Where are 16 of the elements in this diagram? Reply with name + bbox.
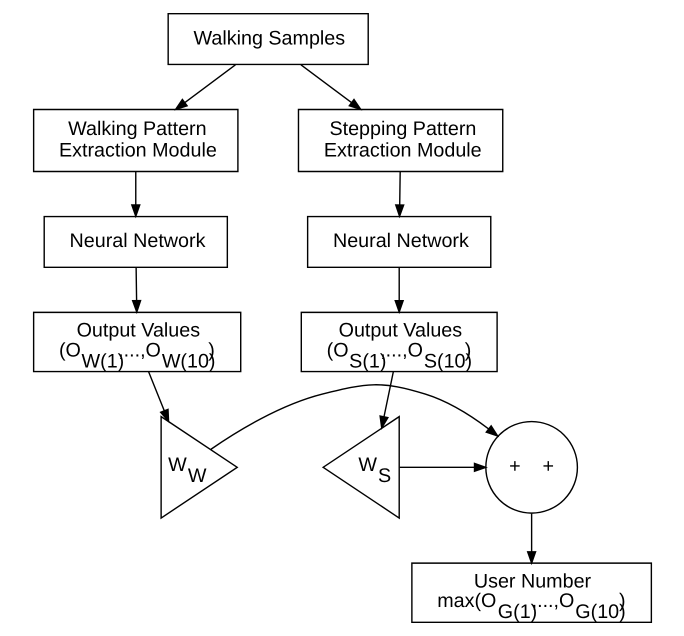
arrow <box>394 267 404 314</box>
arrow <box>526 514 536 566</box>
arrow <box>130 172 140 218</box>
node-box: Walking Samples <box>166 13 368 66</box>
node-box: Stepping Pattern Extraction Module <box>297 108 503 172</box>
arrow <box>394 171 404 218</box>
arrow <box>378 372 394 430</box>
arrow <box>300 64 362 111</box>
arrow <box>210 384 499 450</box>
node-box: Walking Pattern Extraction Module <box>32 108 238 172</box>
arrow <box>147 372 169 424</box>
arrow <box>173 64 236 111</box>
arrow <box>399 462 488 472</box>
arrow <box>131 267 142 314</box>
node-box: Neural Network <box>43 216 228 268</box>
node-box: Neural Network <box>306 216 491 268</box>
